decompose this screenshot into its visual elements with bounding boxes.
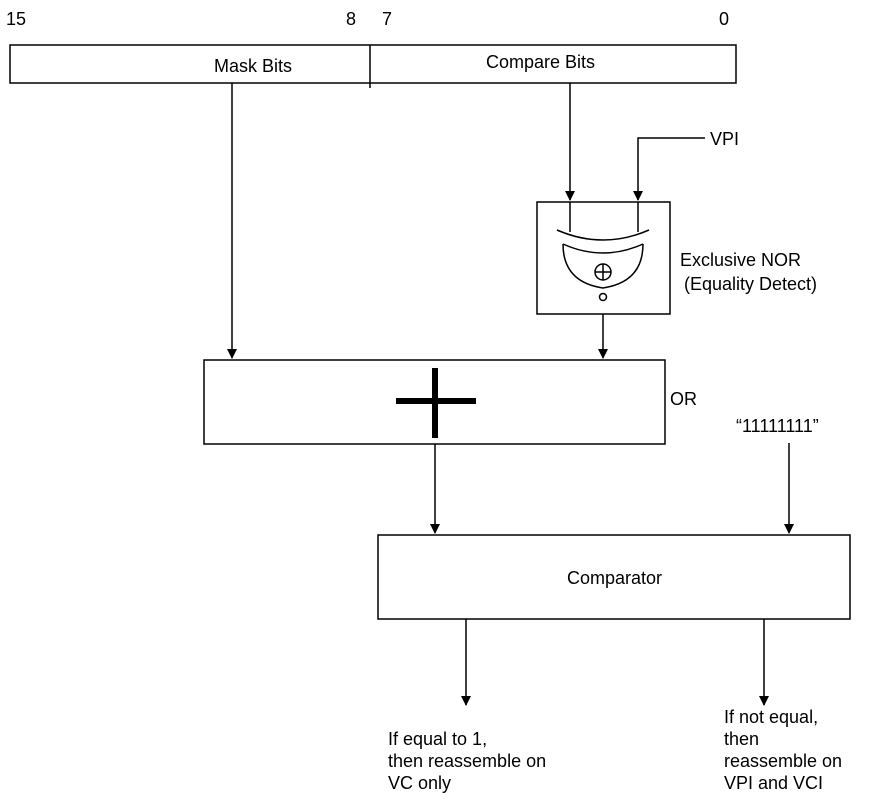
bit-label-7: 7: [382, 9, 392, 29]
xnor-gate-symbol: [556, 202, 650, 302]
comparator-label: Comparator: [567, 568, 662, 588]
equal-output-text: If equal to 1, then reassemble on VC onl…: [388, 729, 551, 793]
or-plus-symbol: [396, 368, 476, 438]
equal-output-line: then reassemble on: [388, 751, 546, 771]
comparator-box: [377, 534, 851, 620]
not-equal-output-text: If not equal, then reassemble on VPI and…: [724, 707, 847, 793]
not-equal-output-line: reassemble on: [724, 751, 842, 771]
constant-label: “11111111”: [736, 416, 819, 436]
mask-bits-label: Mask Bits: [214, 56, 292, 76]
not-equal-output-line: then: [724, 729, 759, 749]
xnor-caption-line1: Exclusive NOR: [680, 250, 801, 270]
equal-output-line: If equal to 1,: [388, 729, 487, 749]
not-equal-output-line: If not equal,: [724, 707, 818, 727]
xnor-box: [536, 201, 671, 315]
or-label: OR: [670, 389, 697, 409]
bit-label-8: 8: [346, 9, 356, 29]
xnor-caption-line2: (Equality Detect): [684, 274, 817, 294]
vpi-line: [633, 137, 705, 201]
vpi-label: VPI: [710, 129, 739, 149]
bit-label-0: 0: [719, 9, 729, 29]
bit-label-15: 15: [6, 9, 26, 29]
register-box: [9, 44, 737, 84]
not-equal-output-line: VPI and VCI: [724, 773, 823, 793]
compare-bits-label: Compare Bits: [486, 52, 595, 72]
equal-output-line: VC only: [388, 773, 451, 793]
